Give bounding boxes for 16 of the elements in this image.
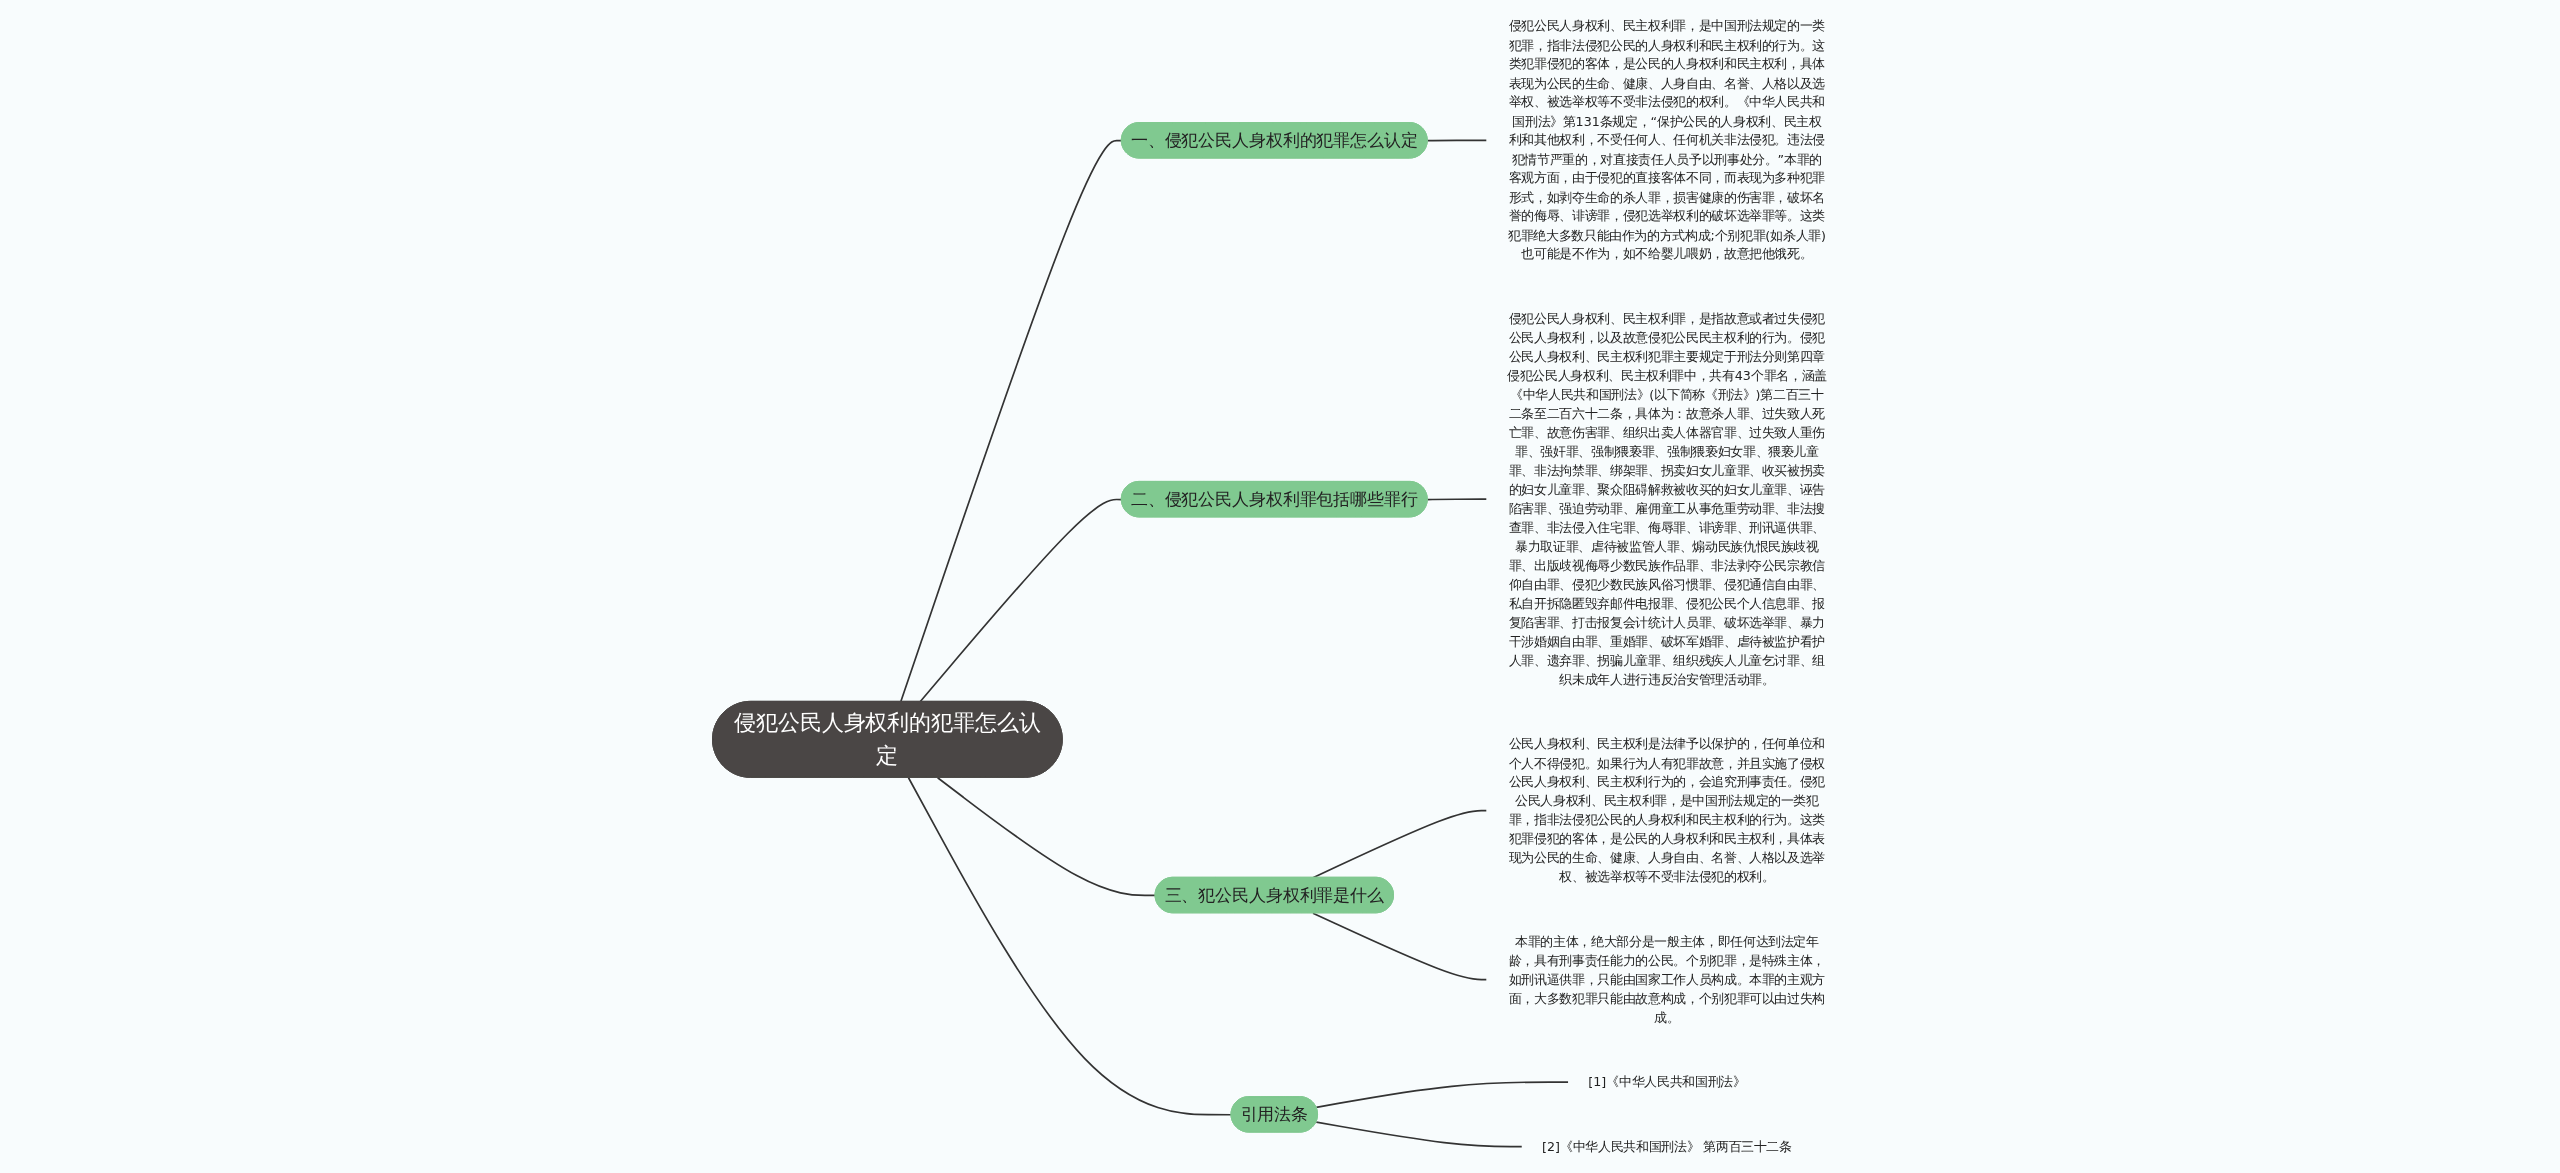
node-text: 公民人身权利、民主权利是法律予以保护的，任何单位和个人不得侵犯。如果行为人有犯罪故意，并且实施了侵权公民人身权利、民主权利行为的，会追究刑事责任。侵犯公民人身权利、民主权利罪，是中国刑法规定的一类犯罪，指非法侵犯公民的人身权利和民主权利的行为。这类犯罪侵犯的客体，是公民的人身权利和民主权利，具体表现为公民的生命、健康、人身自由、名誉、人格以及选举权、被选举权等不受非法侵犯的权利。 — [1508, 736, 1826, 885]
connector — [1312, 809, 1488, 879]
connector — [899, 139, 1123, 703]
node-text: 侵犯公民人身权利、民主权利罪，是中国刑法规定的一类犯罪，指非法侵犯公民的人身权利和民主权利的行为。这类犯罪侵犯的客体，是公民的人身权利和民主权利，具体表现为公民的生命、健康、人身自由、名誉、人格以及选举权、被选举权等不受非法侵犯的权利。《中华人民共和国刑法》第131条规定，“保护公民的人身权利、民主权利和其他权利，不受任何人、任何机关非法侵犯。违法侵犯情节严重的，对直接责任人员予以刑事处分。”本罪的客观方面，由于侵犯的直接客体不同，而表现为多种犯罪形式，如剥夺生命的杀人罪，损害健康的伤害罪，破坏名誉的侮辱、诽谤罪，侵犯选举权利的破坏选举罪等。这类犯罪绝大多数只能由作为的方式构成;个别犯罪(如杀人罪)也可能是不作为，如不给婴儿喂奶，故意把他饿死。 — [1507, 18, 1826, 262]
connector — [1426, 139, 1488, 142]
node-text: 本罪的主体，绝大部分是一般主体，即任何达到法定年龄，具有刑事责任能力的公民。个别犯罪，是特殊主体，如刑讯逼供罪，只能由国家工作人员构成。本罪的主观方面，大多数犯罪只能由故意构成，个别犯罪可以由过失构成。 — [1508, 933, 1826, 1025]
connector — [1315, 1081, 1569, 1109]
connector — [907, 776, 1233, 1116]
node-text: [2]《中华人民共和国刑法》 第两百三十二条 — [1541, 1138, 1792, 1155]
connector — [936, 776, 1157, 897]
connector — [1426, 498, 1488, 501]
connector — [1315, 1121, 1523, 1148]
connector — [919, 498, 1123, 703]
node-text: [1]《中华人民共和国刑法》 — [1588, 1074, 1746, 1090]
connector — [1312, 912, 1488, 981]
node-text: 侵犯公民人身权利、民主权利罪，是指故意或者过失侵犯公民人身权利，以及故意侵犯公民民主权利的行为。侵犯公民人身权利、民主权利犯罪主要规定于刑法分则第四章侵犯公民人身权利、民主权利罪中，共有43个罪名，涵盖《中华人民共和国刑法》(以下简称《刑法》)第二百三十二条至二百六十二条，具体为：故意杀人罪、过失致人死亡罪、故意伤害罪、组织出卖人体器官罪、过失致人重伤罪、强奸罪、强制猥亵罪、强制猥亵妇女罪、猥亵儿童罪、非法拘禁罪、绑架罪、拐卖妇女儿童罪、收买被拐卖的妇女儿童罪、聚众阻碍解救被收买的妇女儿童罪、诬告陷害罪、强迫劳动罪、雇佣童工从事危重劳动罪、非法搜查罪、非法侵入住宅罪、侮辱罪、诽谤罪、刑讯逼供罪、暴力取证罪、虐待被监管人罪、煽动民族仇恨民族歧视罪、出版歧视侮辱少数民族作品罪、非法剥夺公民宗教信仰自由罪、侵犯少数民族风俗习惯罪、侵犯通信自由罪、私自开拆隐匿毁弃邮件电报罪、侵犯公民个人信息罪、报复陷害罪、打击报复会计统计人员罪、破坏选举罪、暴力干涉婚姻自由罪、重婚罪、破坏军婚罪、虐待被监护看护人罪、遗弃罪、拐骗儿童罪、组织残疾人儿童乞讨罪、组织未成年人进行违反治安管理活动罪。 — [1506, 310, 1827, 687]
